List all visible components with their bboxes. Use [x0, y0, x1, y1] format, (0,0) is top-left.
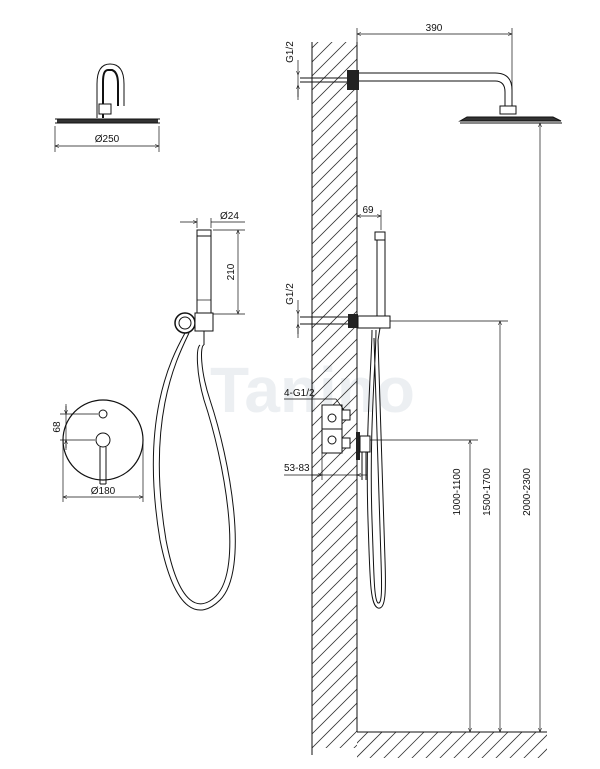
- wall-hatch-line: [312, 170, 357, 217]
- wall-section: [311, 0, 358, 755]
- height-dimensions: 1000-1100 1500-1700 2000-2300: [370, 122, 562, 732]
- wall-hatch-line: [312, 688, 357, 735]
- wall-hatch-line: [312, 184, 357, 231]
- floor-hatch-line: [383, 732, 411, 758]
- head-height-label: 2000-2300: [522, 468, 533, 516]
- plate-offset-label: 68: [52, 421, 63, 433]
- wall-hatch-line: [312, 296, 357, 343]
- wall-hatch-line: [312, 142, 357, 189]
- floor-hatch-line: [467, 732, 495, 758]
- holder-thread-label: G1/2: [285, 283, 296, 305]
- floor-hatch-line: [439, 732, 467, 758]
- floor-hatch-line: [523, 734, 547, 758]
- wall-hatch-line: [312, 42, 333, 63]
- wall-hatch-line: [312, 352, 357, 399]
- wall-hatch-line: [325, 716, 357, 748]
- wall-hatch-line: [312, 254, 357, 301]
- hand-diameter-label: Ø24: [220, 211, 239, 222]
- wall-hatch-line: [312, 156, 357, 203]
- head-front-view: Ø250: [54, 63, 160, 152]
- valve-depth-label: 53-83: [284, 463, 310, 474]
- wall-hatch-line: [312, 618, 357, 665]
- wall-hatch-line: [353, 744, 357, 748]
- wall-hatch-line: [312, 492, 357, 539]
- valve-body-side: 4-G1/2 53-83: [284, 388, 371, 480]
- hand-holder-side: 69 G1/2: [285, 205, 391, 609]
- wall-hatch-line: [312, 198, 357, 245]
- wall-hatch-line: [312, 324, 357, 371]
- wall-hatch-line: [312, 674, 357, 721]
- wall-hatch-line: [312, 590, 357, 637]
- arm-length-label: 390: [426, 23, 443, 34]
- floor-hatch-line: [357, 732, 383, 758]
- wall-hatch-line: [312, 0, 357, 20]
- holder-height-label: 1500-1700: [482, 468, 493, 516]
- wall-hatch-line: [312, 42, 319, 49]
- floor-hatch-line: [564, 732, 592, 760]
- wall-hatch-line: [312, 240, 357, 287]
- wall-hatch-line: [312, 100, 357, 147]
- wall-hatch-line: [312, 548, 357, 595]
- valve-height-label: 1000-1100: [452, 468, 463, 516]
- wall-hatch-line: [312, 268, 357, 315]
- wall-hatch-line: [312, 478, 357, 525]
- floor-hatch-line: [357, 732, 369, 744]
- floor-hatch-line: [397, 732, 425, 758]
- wall-hatch-line: [312, 576, 357, 623]
- wall-hatch-line: [312, 506, 357, 553]
- floor-hatch-line: [411, 732, 439, 758]
- hand-shower-view: Ø24 210: [152, 211, 245, 611]
- wall-hatch-line: [339, 730, 357, 748]
- floor-hatch-line: [425, 732, 453, 758]
- floor-hatch-line: [453, 732, 481, 758]
- wall-hatch-line: [312, 520, 357, 567]
- floor-hatch-line: [550, 732, 578, 760]
- wall-hatch-line: [312, 282, 357, 329]
- wall-hatch-line: [312, 702, 357, 748]
- wall-hatch-line: [312, 646, 357, 693]
- mixer-plate-view: 68 Ø180: [52, 399, 144, 502]
- floor-hatch-line: [578, 732, 600, 760]
- wall-hatch-line: [312, 0, 357, 34]
- valve-outlets-label: 4-G1/2: [284, 388, 315, 399]
- floor-hatch-line: [509, 732, 537, 758]
- floor-section: [357, 731, 600, 760]
- floor-hatch-line: [369, 732, 397, 758]
- wall-hatch-line: [312, 604, 357, 651]
- wall-hatch-line: [312, 114, 357, 161]
- wall-hatch-line: [312, 226, 357, 273]
- wall-hatch-line: [312, 562, 357, 609]
- wall-hatch-line: [312, 128, 357, 175]
- hand-length-label: 210: [226, 263, 237, 280]
- wall-hatch-line: [312, 464, 357, 511]
- wall-hatch-line: [312, 42, 347, 77]
- plate-diameter-label: Ø180: [91, 486, 116, 497]
- wall-hatch-line: [312, 338, 357, 385]
- wall-hatch-line: [312, 212, 357, 259]
- wall-hatch-line: [312, 380, 357, 427]
- head-diameter-label: Ø250: [95, 134, 120, 145]
- wall-hatch-line: [312, 366, 357, 413]
- floor-hatch-line: [481, 732, 509, 758]
- holder-offset-label: 69: [362, 205, 374, 216]
- arm-thread-label: G1/2: [285, 41, 296, 63]
- wall-hatch-line: [312, 86, 357, 133]
- wall-hatch-line: [312, 534, 357, 581]
- floor-hatch-line: [495, 732, 523, 758]
- shower-arm-side: 390 G1/2: [285, 23, 562, 124]
- wall-hatch-line: [312, 450, 357, 497]
- wall-hatch-line: [312, 632, 357, 679]
- floor-hatch-line: [537, 748, 547, 758]
- wall-hatch-line: [312, 660, 357, 707]
